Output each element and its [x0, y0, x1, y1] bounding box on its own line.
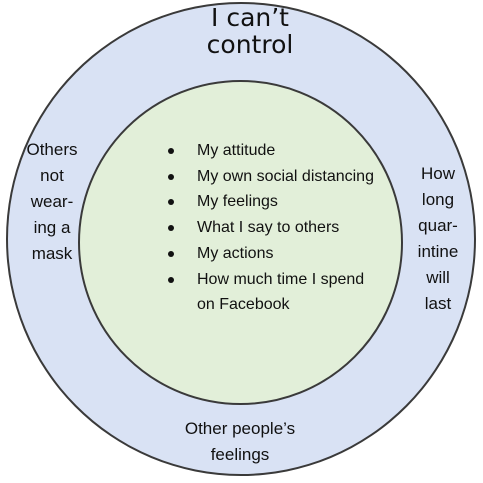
outer-label-right: How long quar- intine will last [417, 164, 459, 313]
list-item: My attitude [162, 138, 377, 164]
list-item: What I say to others [162, 215, 377, 241]
diagram-title: I can’t control [206, 3, 294, 59]
inner-bullet-list: My attitude My own social distancing My … [162, 138, 377, 318]
list-item: My feelings [162, 189, 377, 215]
inner-circle-can-control [78, 80, 403, 405]
list-item: How much time I spend on Facebook [162, 267, 377, 318]
outer-label-left: Others not wear- ing a mask [26, 140, 78, 263]
outer-label-bottom: Other people’s feelings [184, 419, 296, 464]
list-item: My actions [162, 241, 377, 267]
list-item: My own social distancing [162, 164, 377, 190]
